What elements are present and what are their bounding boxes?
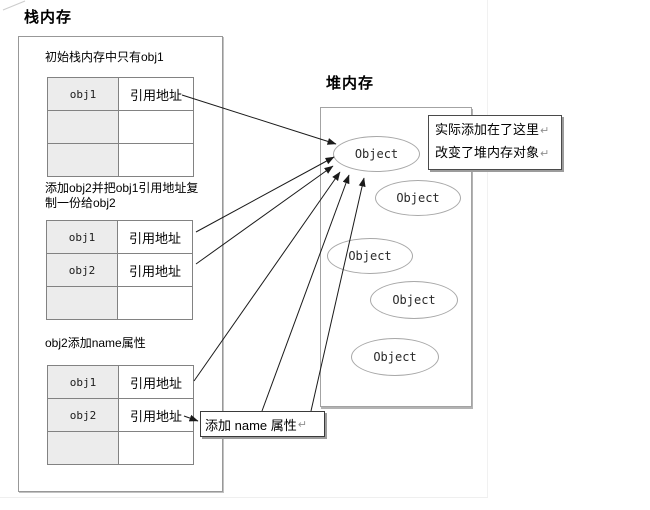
var-name-cell: obj2	[46, 253, 118, 287]
heap-object-label: Object	[392, 293, 436, 307]
reference-cell: 引用地址	[118, 77, 194, 111]
stack-table-2: obj1 引用地址 obj2 引用地址	[46, 220, 193, 320]
heap-object-2: Object	[375, 180, 461, 216]
reference-cell: 引用地址	[118, 365, 194, 399]
reference-cell: 引用地址	[117, 220, 193, 254]
var-name-cell: obj1	[46, 220, 118, 254]
reference-cell	[117, 286, 193, 320]
var-name-cell: obj1	[47, 365, 119, 399]
stack-step1-label: 初始栈内存中只有obj1	[45, 50, 164, 64]
heap-object-5: Object	[351, 338, 439, 376]
var-name-cell	[47, 431, 119, 465]
stack-memory-title: 栈内存	[24, 9, 73, 26]
stack-table-1: obj1 引用地址	[47, 77, 194, 177]
heap-change-callout: 实际添加在了这里↵ 改变了堆内存对象↵	[428, 115, 562, 170]
table-row: obj1 引用地址	[47, 365, 194, 399]
table-row	[47, 110, 194, 144]
return-mark: ↵	[297, 418, 307, 431]
reference-cell	[118, 143, 194, 177]
table-row: obj1 引用地址	[47, 77, 194, 111]
table-row	[46, 286, 193, 320]
heap-object-1: Object	[333, 136, 420, 172]
heap-object-3: Object	[327, 238, 413, 274]
heap-object-label: Object	[354, 147, 399, 161]
table-row	[47, 143, 194, 177]
heap-memory-title: 堆内存	[326, 75, 375, 92]
var-name-cell	[47, 143, 119, 177]
stack-step2-label: 添加obj2并把obj1引用地址复制一份给obj2	[45, 181, 199, 210]
add-name-attribute-box: 添加 name 属性↵	[200, 411, 325, 437]
var-name-cell: obj2	[47, 398, 119, 432]
reference-cell	[118, 431, 194, 465]
var-name-cell	[47, 110, 119, 144]
table-row: obj2 引用地址	[46, 253, 193, 287]
table-row	[47, 431, 194, 465]
return-mark: ↵	[540, 148, 550, 160]
callout-line: 改变了堆内存对象↵	[435, 145, 550, 160]
callout-line: 实际添加在了这里↵	[435, 122, 550, 137]
var-name-cell: obj1	[47, 77, 119, 111]
canvas-edge-bottom	[0, 497, 488, 498]
stack-step3-label: obj2添加name属性	[45, 336, 146, 350]
add-name-attribute-label: 添加 name 属性	[205, 417, 297, 433]
anchor-mark	[2, 0, 26, 11]
reference-cell	[118, 110, 194, 144]
heap-object-label: Object	[396, 191, 440, 205]
canvas-edge-right	[487, 0, 488, 497]
heap-object-label: Object	[348, 249, 392, 263]
return-mark: ↵	[540, 125, 550, 137]
heap-object-4: Object	[370, 281, 458, 319]
table-row: obj1 引用地址	[46, 220, 193, 254]
reference-cell: 引用地址	[118, 398, 194, 432]
var-name-cell	[46, 286, 118, 320]
heap-object-label: Object	[373, 350, 417, 364]
reference-cell: 引用地址	[117, 253, 193, 287]
table-row: obj2 引用地址	[47, 398, 194, 432]
stack-table-3: obj1 引用地址 obj2 引用地址	[47, 365, 194, 465]
